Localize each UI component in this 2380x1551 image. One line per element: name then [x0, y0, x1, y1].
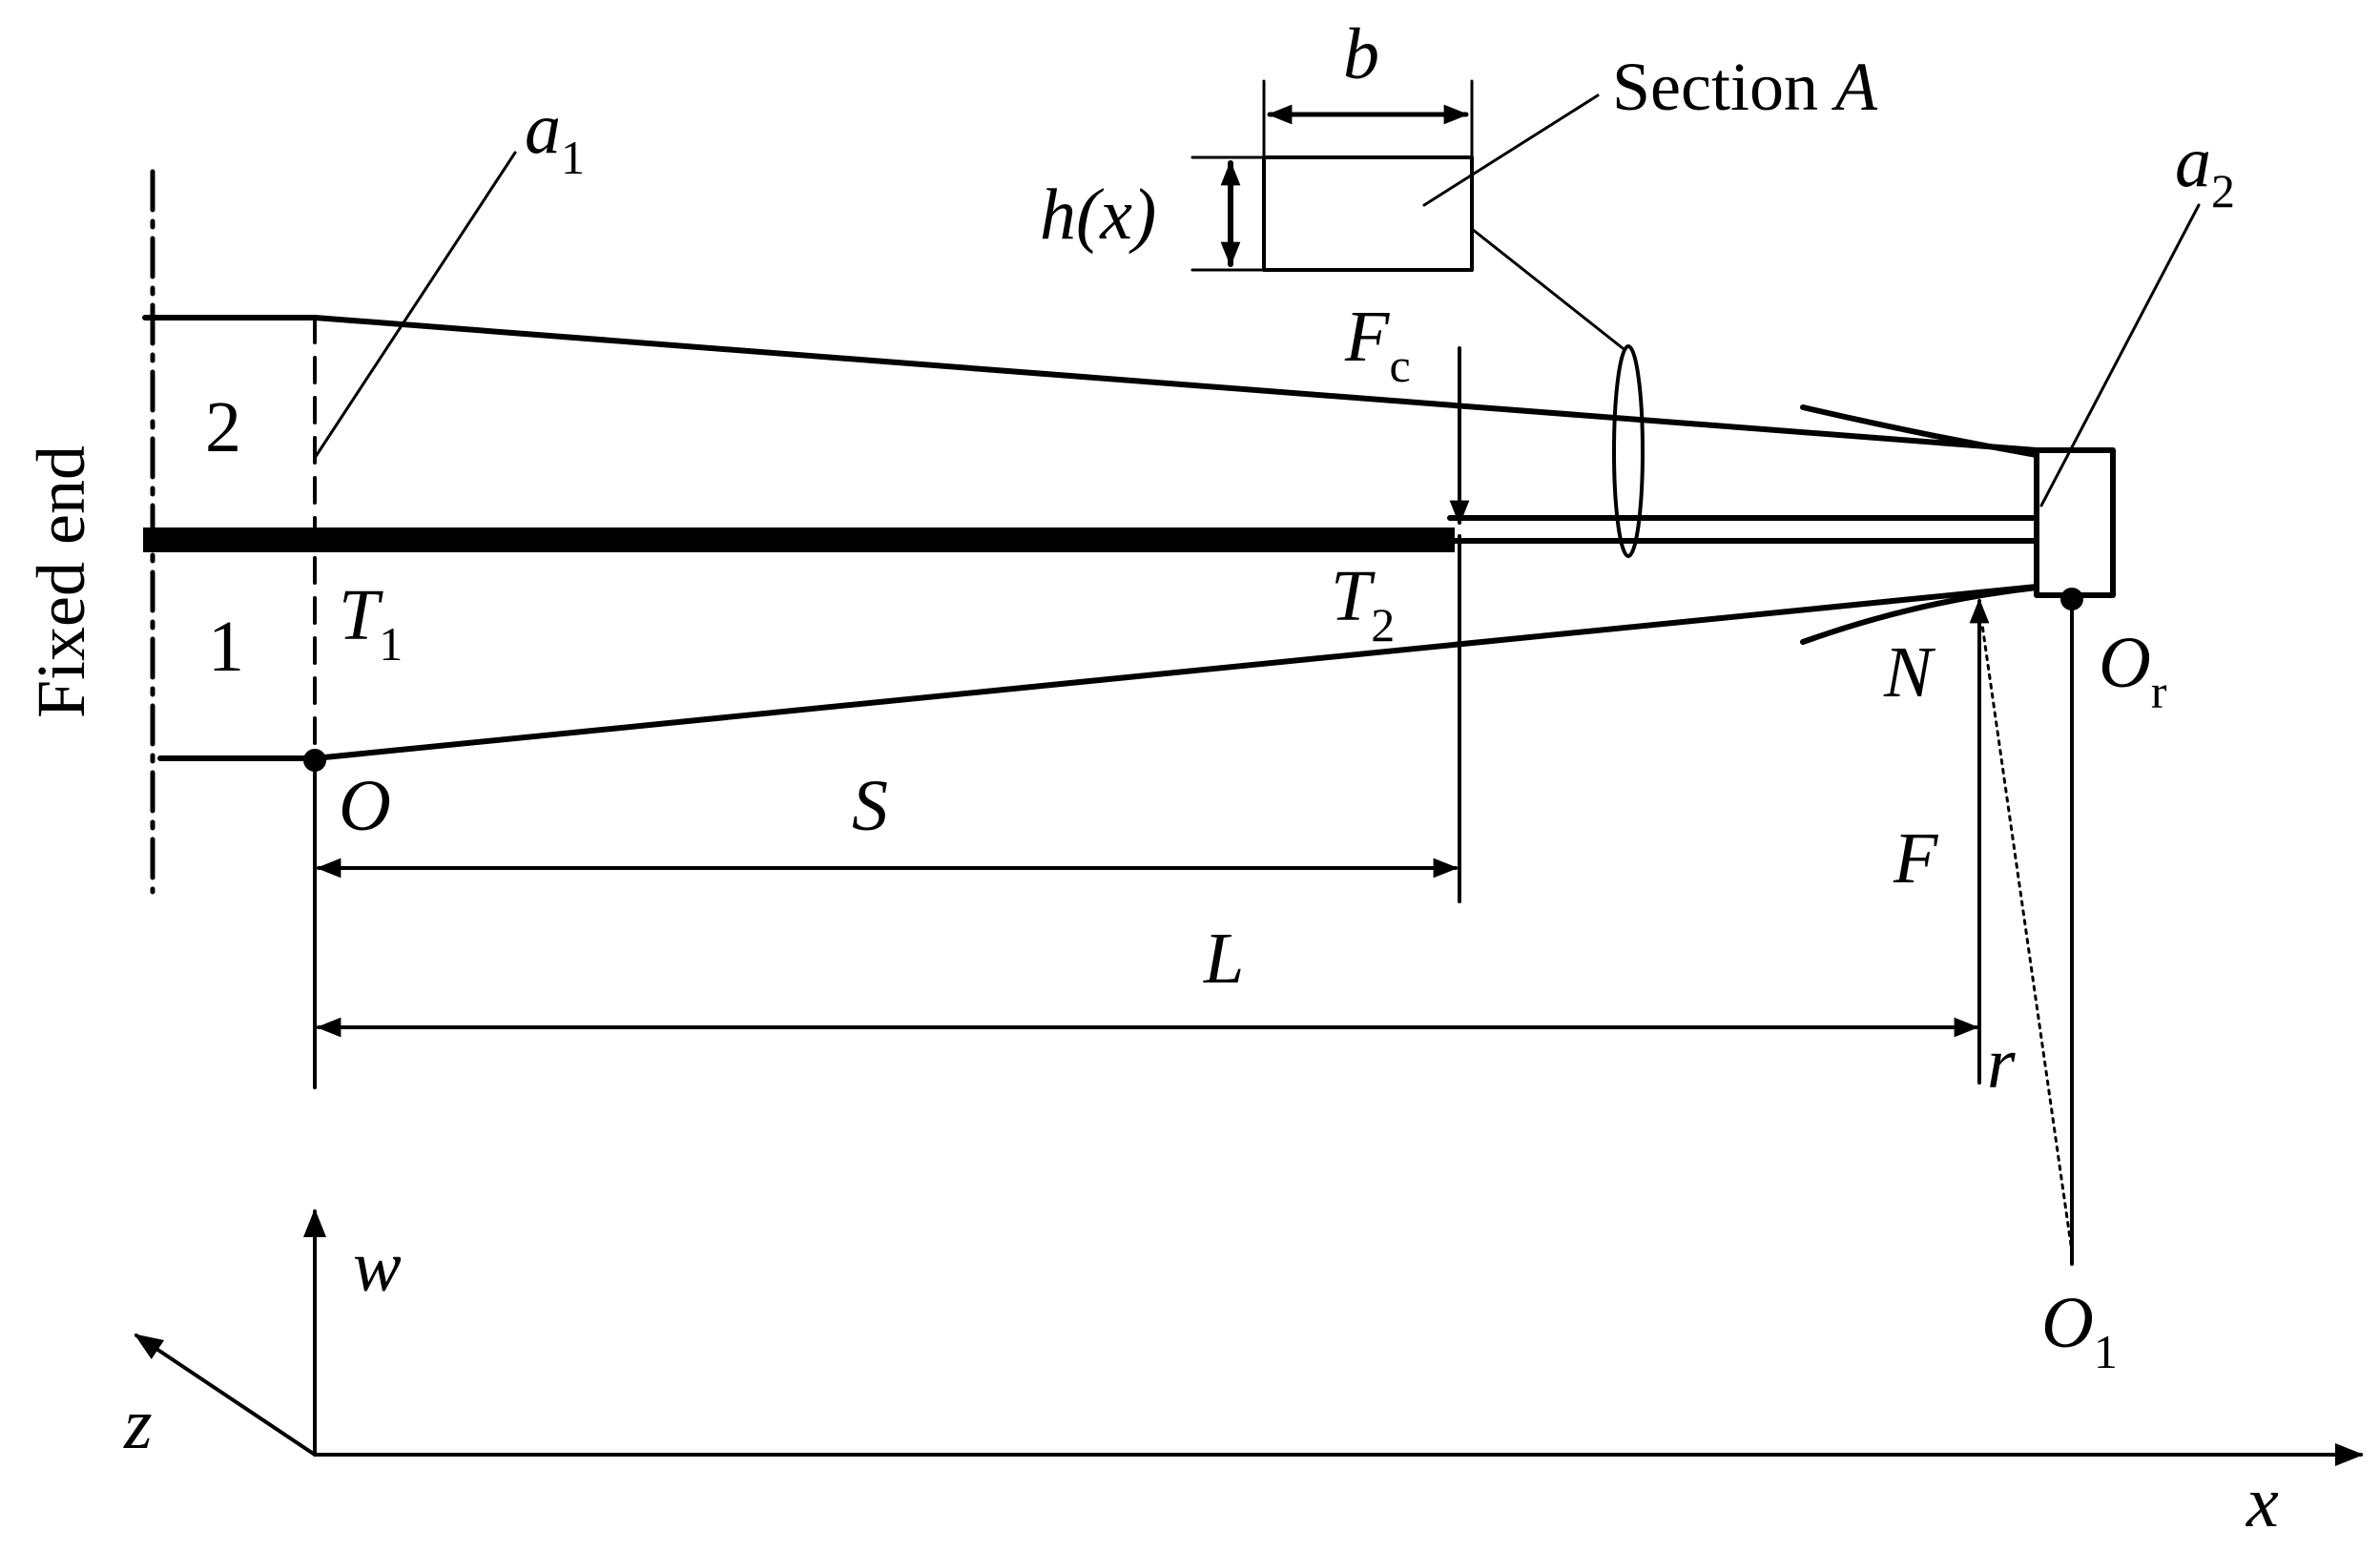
n-label: N	[1883, 632, 1936, 713]
t2-label: T2	[1331, 556, 1395, 651]
or-label: Or	[2099, 623, 2167, 718]
section-box	[1262, 155, 1474, 272]
region-2-label: 2	[205, 387, 241, 467]
point-o	[303, 749, 326, 772]
upper-beam-profile	[142, 315, 2039, 453]
upper-contact-curve	[1800, 404, 2039, 458]
b-label: b	[1343, 14, 1379, 94]
w-axis-label: w	[353, 1227, 402, 1307]
section-connector-line	[1470, 227, 1625, 350]
lower-beam-profile	[157, 584, 2039, 761]
fc-label: Fc	[1344, 297, 1411, 392]
fixed-end-label: Fixed end	[23, 445, 99, 718]
section-a-ellipse	[1612, 344, 1645, 558]
tip-block	[2034, 447, 2116, 598]
a1-label: a1	[525, 89, 585, 184]
s-label: S	[852, 766, 888, 846]
section-a-leader	[1422, 93, 1600, 207]
f-label: F	[1893, 818, 1939, 899]
a1-leader-line	[313, 151, 517, 460]
point-or	[2060, 588, 2083, 610]
t1-label: T1	[339, 575, 403, 671]
z-axis-label: z	[123, 1384, 153, 1464]
z-axis	[134, 1334, 317, 1457]
region-1-label: 1	[208, 607, 244, 687]
o-label: O	[339, 766, 391, 846]
l-label: L	[1203, 919, 1244, 999]
a2-leader-line	[2039, 203, 2201, 507]
lower-contact-curve	[1800, 585, 2039, 645]
o1-label: O1	[2041, 1283, 2118, 1378]
r-label: r	[1987, 1024, 2016, 1104]
hx-label: h(x)	[1040, 175, 1156, 255]
radius-dotted-line	[1979, 616, 2074, 1253]
x-axis-label: x	[2245, 1462, 2279, 1542]
a2-label: a2	[2175, 122, 2235, 217]
